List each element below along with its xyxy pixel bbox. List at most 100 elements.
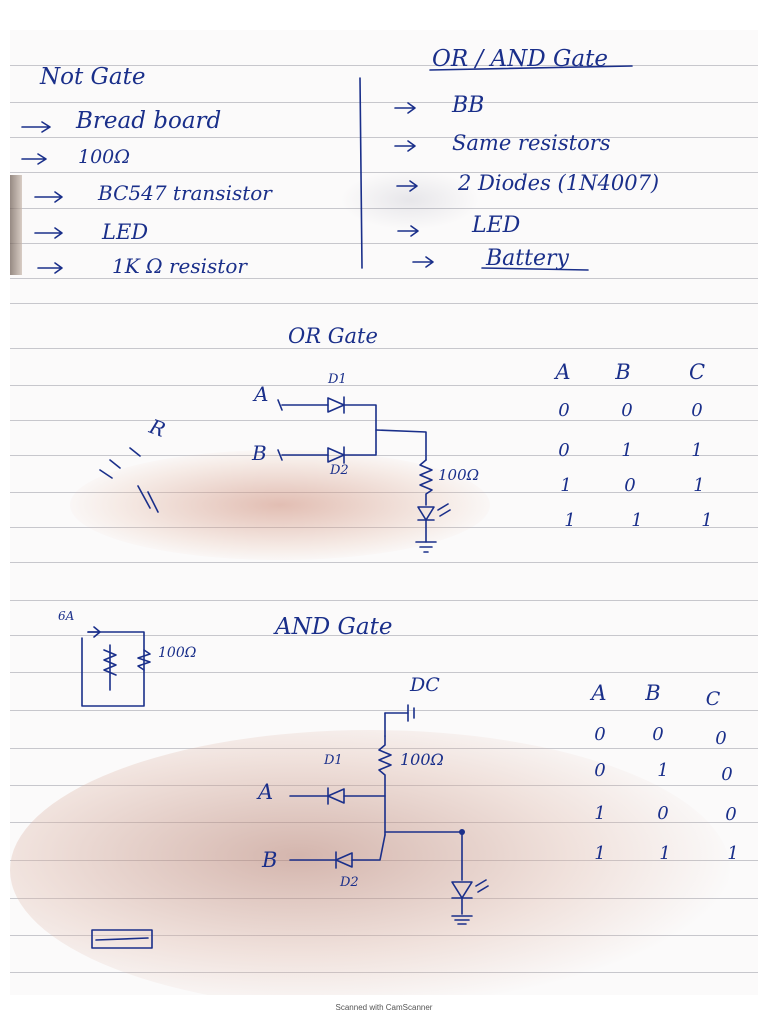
ruled-line: [10, 102, 758, 103]
not-gate-item: Bread board: [76, 108, 222, 134]
table-cell: 0: [558, 400, 570, 421]
table-cell: 1: [564, 510, 576, 531]
table-cell: 1: [594, 803, 606, 824]
table-header: A: [591, 681, 607, 705]
arrow-icon: [21, 121, 51, 133]
resistor-symbol: [419, 459, 433, 506]
and-input-b-label: B: [262, 848, 278, 872]
arrow-icon: [412, 256, 434, 268]
column-divider: [359, 77, 363, 269]
sketch-circuit: [81, 626, 151, 707]
not-gate-title: Not Gate: [40, 64, 146, 90]
arrow-icon: [21, 153, 47, 165]
arrow-icon: [396, 180, 418, 192]
or-and-item: 2 Diodes (1N4007): [458, 171, 660, 195]
and-dc-label: DC: [410, 674, 440, 696]
ruled-line: [10, 278, 758, 279]
or-diode-d2-label: D2: [330, 463, 349, 478]
led-symbol: [417, 506, 435, 521]
ruled-line: [10, 348, 758, 349]
ruled-line: [10, 385, 758, 386]
table-cell: 1: [657, 760, 669, 781]
ruled-line: [10, 600, 758, 601]
arrow-icon: [394, 140, 416, 152]
sketch-resistor-label: 100Ω: [158, 645, 197, 661]
or-resistor-label: 100Ω: [438, 466, 480, 484]
or-and-item: Same resistors: [452, 131, 611, 155]
paper-stain: [10, 730, 730, 995]
ruled-line: [10, 303, 758, 304]
or-gate-circuit: [277, 396, 451, 553]
sketch-top-label: 6A: [58, 609, 75, 623]
binding-shadow: [10, 175, 22, 275]
table-cell: 1: [621, 440, 633, 461]
not-gate-item: BC547 transistor: [98, 181, 272, 205]
or-and-item: BB: [452, 93, 485, 118]
arrow-icon: [37, 262, 63, 274]
ruled-line: [10, 455, 758, 456]
table-cell: 0: [725, 804, 737, 825]
or-and-item: LED: [472, 213, 521, 238]
table-cell: 0: [594, 760, 606, 781]
scribble-box: [91, 929, 153, 949]
not-gate-item: 1K Ω resistor: [112, 254, 247, 278]
table-header: A: [555, 360, 571, 384]
or-diode-d1-label: D1: [328, 372, 347, 387]
arrow-icon: [397, 225, 419, 237]
not-gate-item: 100Ω: [78, 146, 131, 168]
table-cell: 1: [693, 475, 705, 496]
arrow-icon: [34, 227, 63, 239]
notebook-page: [10, 30, 758, 995]
arrow-icon: [34, 191, 63, 203]
ground-symbol: [451, 915, 473, 925]
table-header: C: [688, 360, 706, 384]
table-cell: 0: [594, 724, 606, 745]
ruled-line: [10, 172, 758, 173]
table-cell: 0: [715, 728, 727, 749]
ruled-line: [10, 420, 758, 421]
table-cell: 0: [652, 724, 664, 745]
and-gate-circuit: [289, 704, 489, 925]
table-cell: 1: [560, 475, 572, 496]
ruled-line: [10, 635, 758, 636]
ground-symbol: [415, 541, 437, 553]
ruled-line: [10, 562, 758, 563]
table-cell: 0: [621, 400, 633, 421]
scanner-footer: Scanned with CamScanner: [335, 1003, 433, 1012]
or-gate-title: OR Gate: [288, 324, 378, 348]
table-cell: 0: [624, 475, 636, 496]
resistor-symbol: [378, 735, 392, 836]
or-and-item: Battery: [486, 246, 569, 271]
led-symbol: [451, 881, 473, 899]
not-gate-item: LED: [102, 220, 149, 244]
table-cell: 0: [657, 803, 669, 824]
table-cell: 1: [727, 843, 739, 864]
or-input-a-label: A: [254, 382, 269, 406]
ruled-line: [10, 208, 758, 209]
battery-symbol: [407, 704, 415, 722]
junction-dot: [459, 829, 465, 835]
table-cell: 1: [659, 843, 671, 864]
table-header: B: [645, 681, 661, 705]
and-gate-title: AND Gate: [275, 614, 393, 640]
ruled-line: [10, 137, 758, 138]
and-resistor-label: 100Ω: [400, 750, 444, 769]
table-cell: 1: [701, 510, 713, 531]
ruled-line: [10, 710, 758, 711]
ruled-line: [10, 672, 758, 673]
table-cell: 1: [631, 510, 643, 531]
title-underline: [429, 65, 633, 71]
and-input-a-label: A: [258, 780, 274, 804]
ruled-line: [10, 243, 758, 244]
or-and-gate-title: OR / AND Gate: [432, 46, 608, 72]
table-header: B: [615, 360, 631, 384]
ruled-line: [10, 65, 758, 66]
and-diode-d2-label: D2: [340, 875, 359, 890]
table-cell: 0: [691, 400, 703, 421]
table-cell: 0: [721, 764, 733, 785]
table-cell: 1: [594, 843, 606, 864]
and-diode-d1-label: D1: [324, 753, 343, 768]
paper-stain: [340, 170, 480, 230]
or-input-b-label: B: [252, 441, 267, 465]
